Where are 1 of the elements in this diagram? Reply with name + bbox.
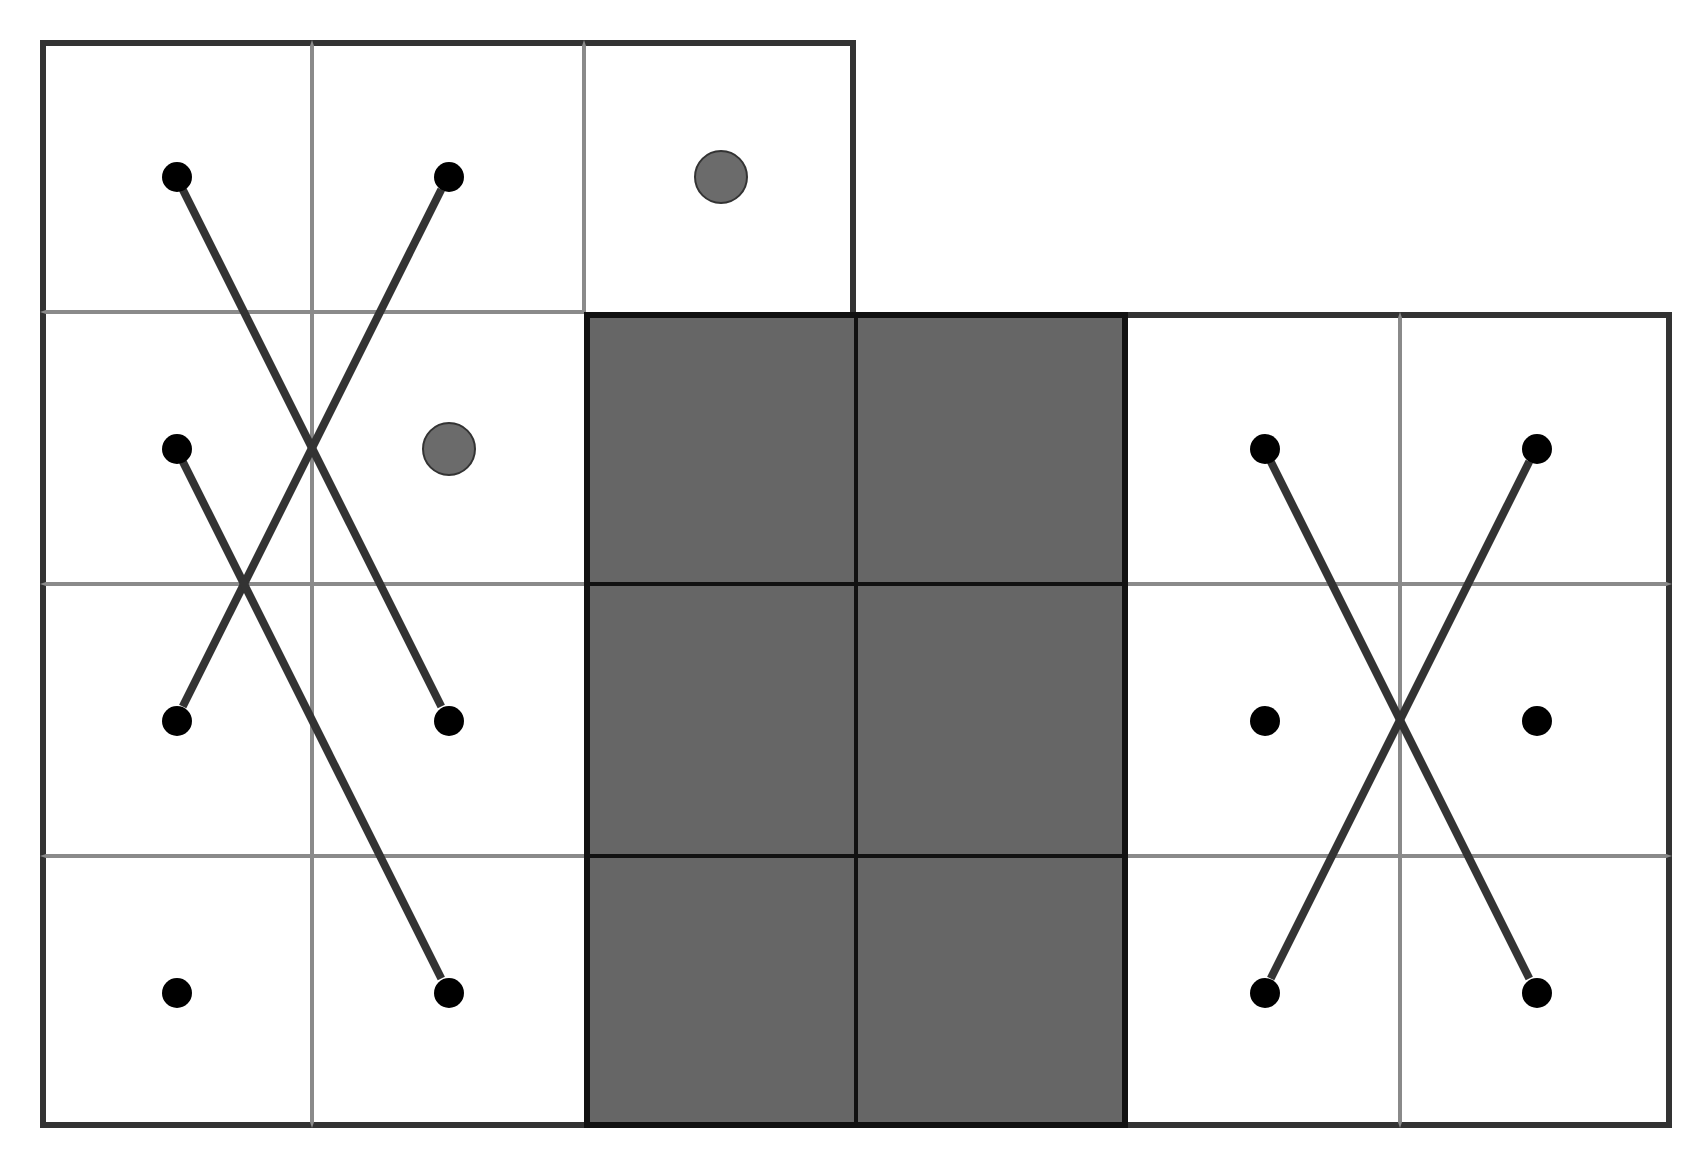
connector-line [179,459,445,981]
